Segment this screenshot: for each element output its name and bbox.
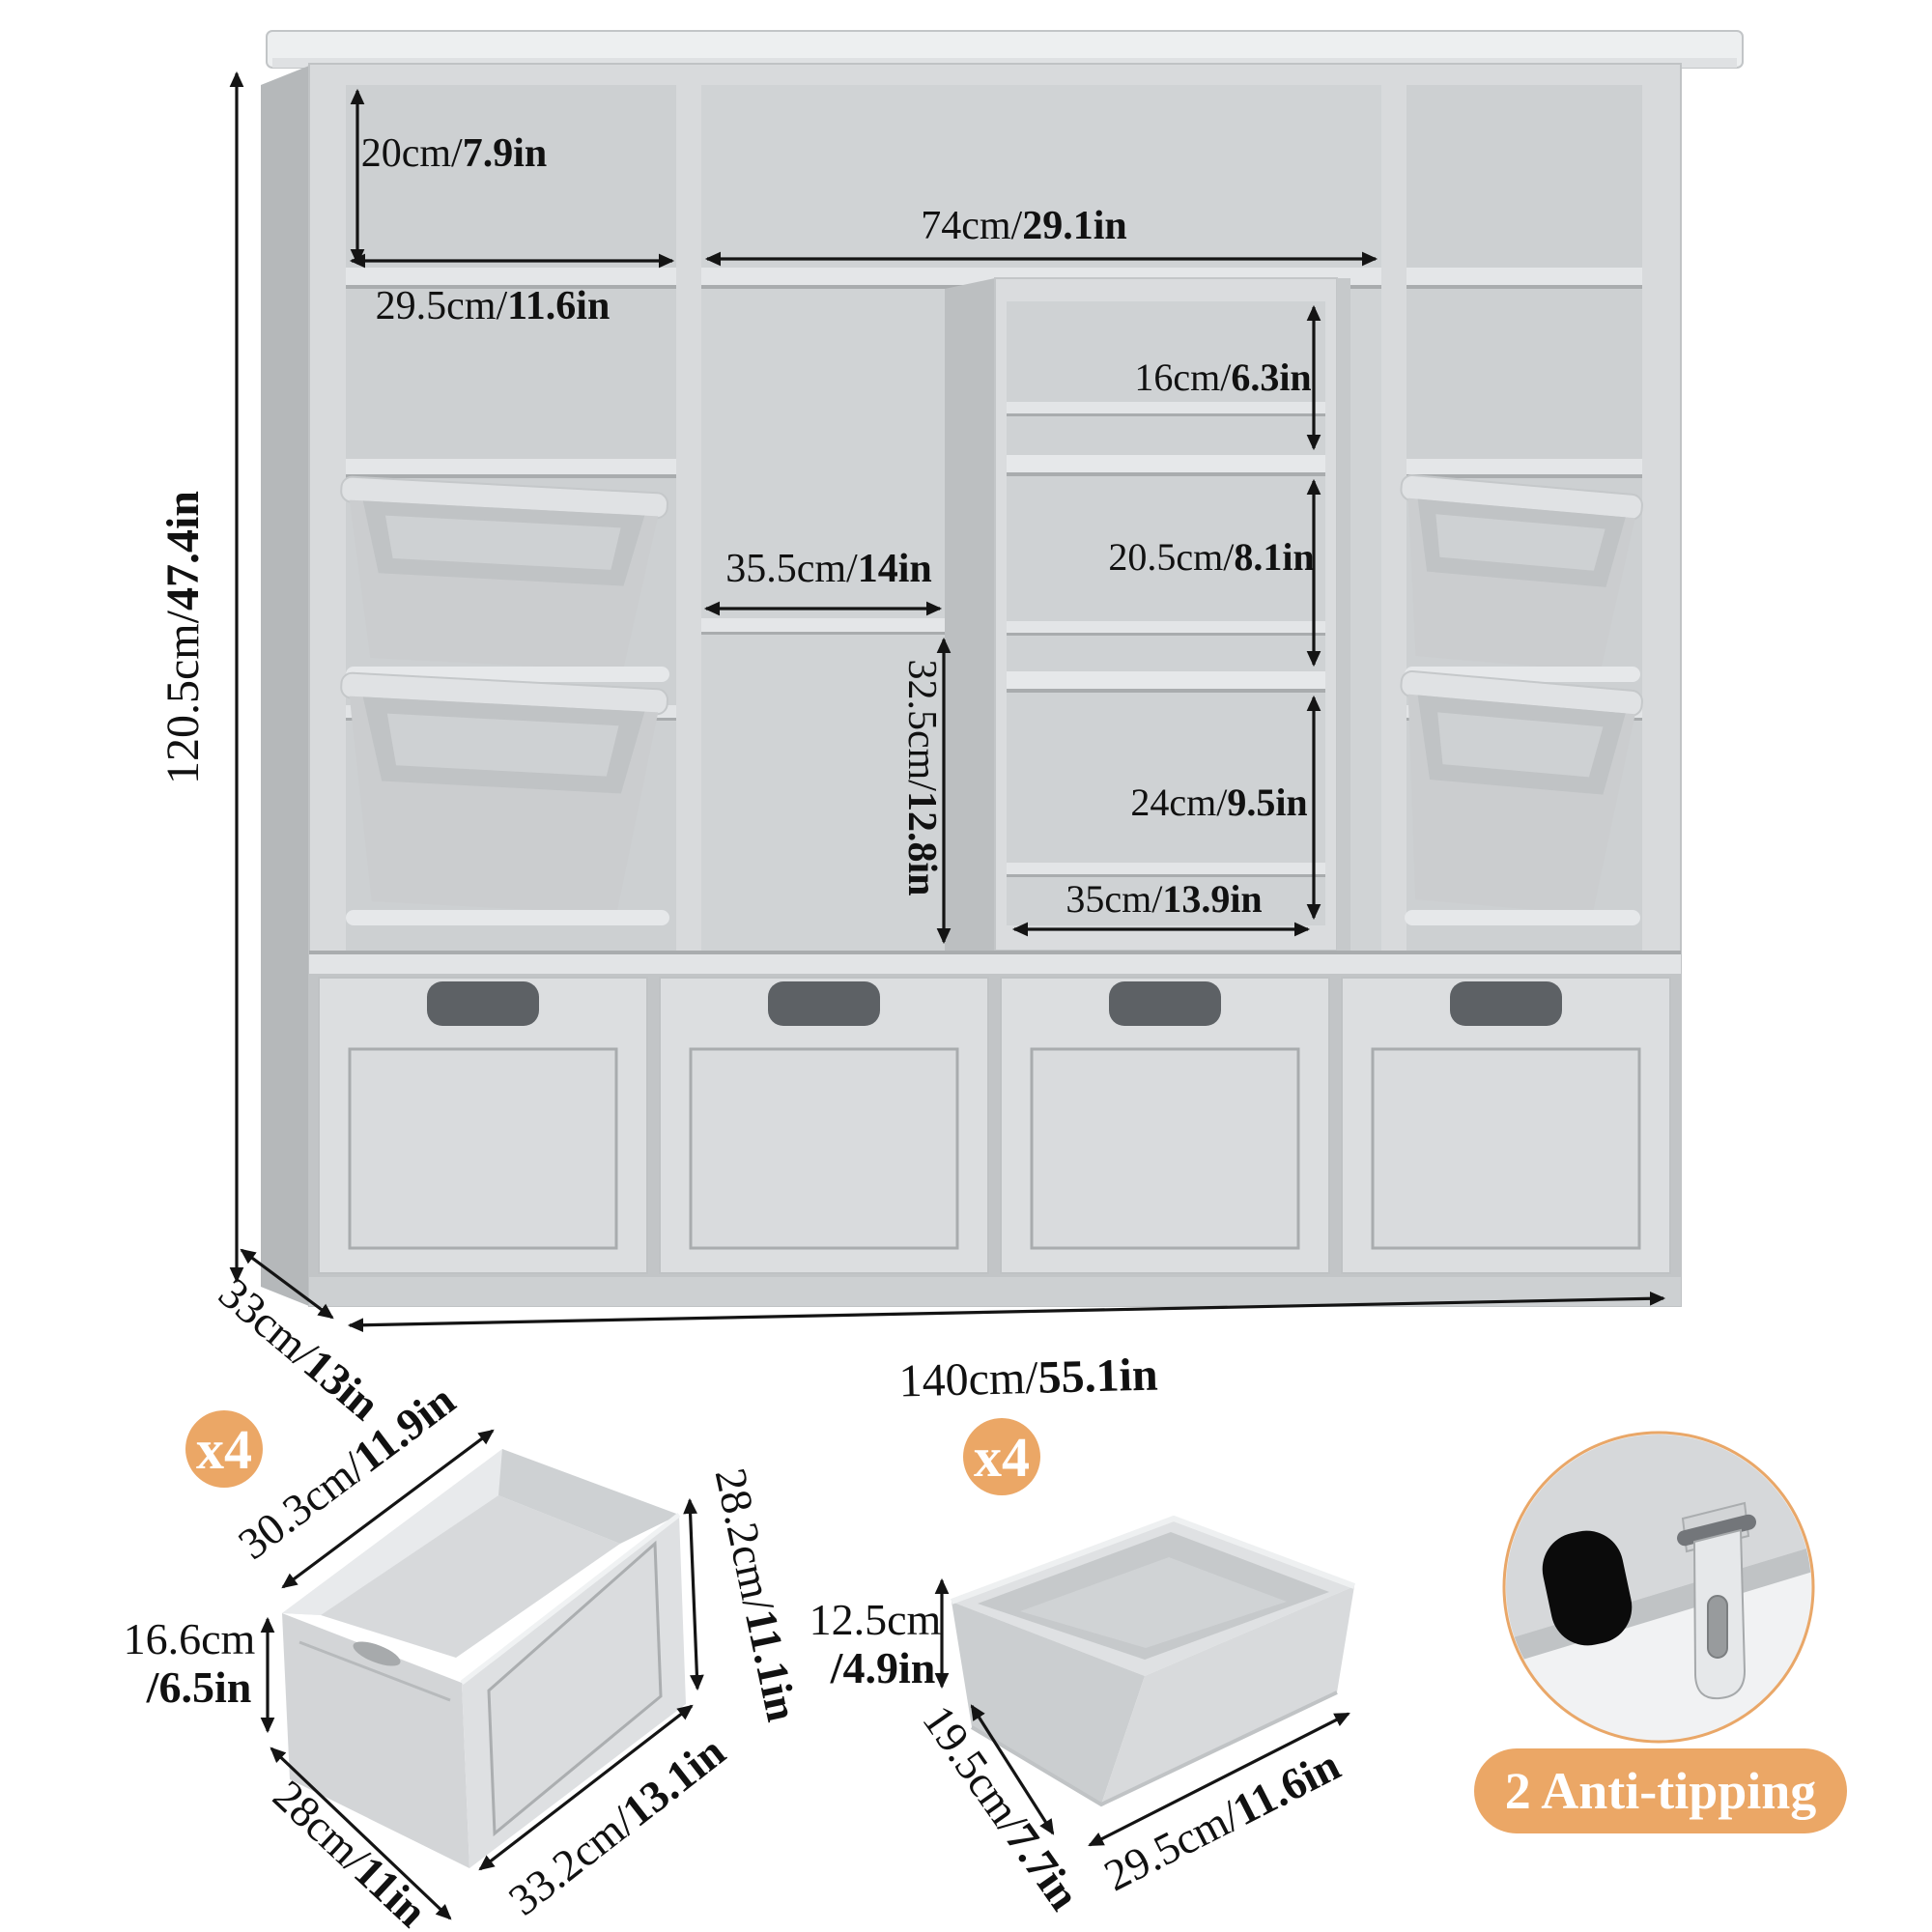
dimension-arrows — [229, 71, 1666, 1333]
x4-badge-label: x4 — [974, 1426, 1030, 1489]
dim-arrow-bin-width — [1088, 1712, 1350, 1847]
dim-arrow-total-width — [347, 1291, 1666, 1333]
dim-label-rack-s3: 24cm/9.5in — [1130, 781, 1307, 824]
storage-cabinet — [261, 30, 1744, 1307]
bin-rail — [1405, 910, 1640, 925]
bin-detail-arrows — [934, 1577, 1350, 1847]
drawer — [1000, 977, 1330, 1274]
dim-label-open-width: 35.5cm/14in — [725, 547, 932, 591]
x4-badge — [963, 1418, 1040, 1495]
dim-label-total-height: 120.5cm/47.4in — [157, 491, 209, 784]
dim-label-open-height: 32.5cm/12.8in — [899, 659, 944, 895]
dim-label-rack-s2: 20.5cm/8.1in — [1108, 535, 1314, 579]
rack-rails-and-shelves — [1007, 402, 1325, 877]
toy-bin — [1400, 473, 1643, 672]
dim-arrow-drawer-top-width — [281, 1429, 495, 1589]
dim-arrow-total-depth — [240, 1248, 334, 1320]
drawer — [659, 977, 989, 1274]
drawer — [1341, 977, 1671, 1274]
dim-label-rack-s1: 16cm/6.3in — [1134, 355, 1311, 399]
drawer-handle-cutout — [1109, 981, 1221, 1026]
bin-rail — [346, 910, 669, 925]
x4-badge-label: x4 — [196, 1418, 252, 1481]
toy-bin — [1400, 669, 1643, 916]
dim-label-total-width: 140cm/55.1in — [898, 1350, 1158, 1407]
drawer-row — [318, 977, 1671, 1274]
bin-detail: x4 12.5cm /4.9in 19.5cm/7.7in 29.5cm/11.… — [810, 1418, 1356, 1918]
dim-label-rack-width: 35cm/13.9in — [1065, 877, 1262, 921]
drawer-handle-cutout — [768, 981, 880, 1026]
dim-label-cubby-width: 29.5cm/11.6in — [376, 284, 611, 328]
drawer-handle-cutout — [427, 981, 539, 1026]
drawer-detail: x4 30.3cm/11.9in 16.6cm /6.5in 28cm/11in… — [124, 1375, 808, 1932]
drawer-detail-arrows — [260, 1429, 704, 1920]
anti-tip-detail: 2 Anti-tipping — [1474, 1431, 1847, 1833]
dim-label-cubby-height: 20cm/7.9in — [361, 131, 548, 176]
x4-badge — [185, 1410, 263, 1488]
dim-arrow-bin-depth — [970, 1704, 1055, 1835]
dim-arrow-drawer-bottom-width — [478, 1704, 694, 1871]
anti-tip-pill — [1474, 1748, 1847, 1833]
drawer-handle-cutout — [1450, 981, 1562, 1026]
toy-bin — [340, 475, 668, 671]
dim-arrow-drawer-depth — [270, 1747, 452, 1920]
bracket-slot — [1707, 1595, 1728, 1659]
toy-bin — [340, 671, 668, 915]
dim-label-bin-height-1: 12.5cm — [810, 1595, 942, 1644]
dim-label-bin-height-2: /4.9in — [830, 1643, 936, 1692]
dim-label-drawer-front-height-1: 16.6cm — [124, 1614, 256, 1663]
dim-label-top-opening: 74cm/29.1in — [921, 204, 1127, 248]
dim-arrow-drawer-back-height — [683, 1497, 704, 1691]
anti-tip-illustration — [1506, 1435, 1811, 1700]
rack-side-panel — [945, 278, 995, 951]
dim-label-drawer-front-height-2: /6.5in — [146, 1662, 252, 1712]
display-rack — [945, 277, 1350, 952]
anti-tip-label: 2 Anti-tipping — [1505, 1762, 1817, 1820]
drawer — [318, 977, 648, 1274]
rack-right-edge — [1337, 278, 1350, 951]
cabinet-side-panel — [261, 66, 309, 1306]
dim-label-drawer-back-height: 28.2cm/11.1in — [706, 1463, 808, 1725]
open-area-shelf — [701, 618, 945, 634]
